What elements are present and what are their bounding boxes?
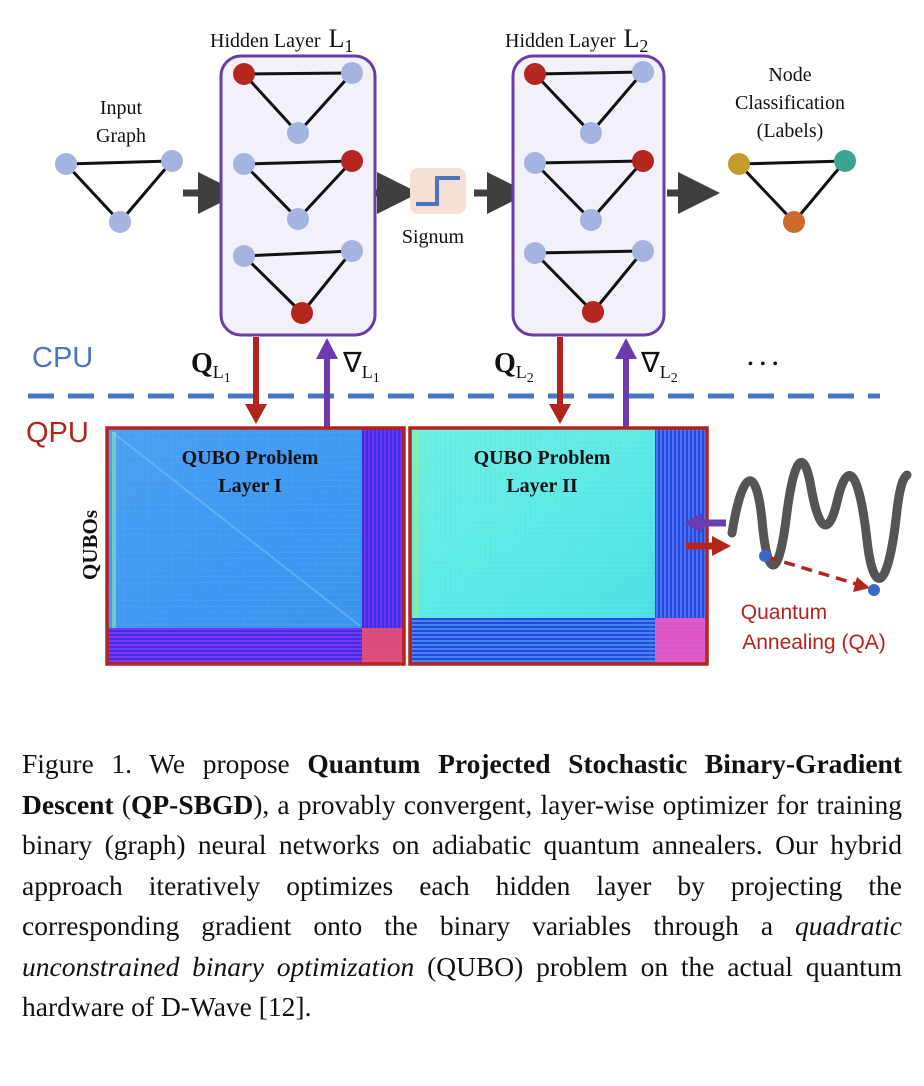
node-red	[233, 63, 255, 85]
input-node	[55, 153, 77, 175]
qubo-2-title-line1: QUBO Problem	[474, 447, 611, 469]
caption-bold-acronym: QP-SBGD	[130, 788, 254, 820]
figure-caption: Figure 1. We propose Quantum Projected S…	[22, 744, 902, 1028]
node-blue	[524, 152, 546, 174]
caption-text: (	[113, 788, 131, 820]
hidden-layer-1-box	[219, 54, 377, 337]
node-blue	[524, 242, 546, 264]
node-blue	[580, 209, 602, 231]
node-blue	[632, 240, 654, 262]
q-l2-label: QL2	[494, 348, 534, 386]
qa-label-line1: Quantum	[741, 601, 827, 624]
input-graph-label-line1: Input	[100, 97, 143, 119]
label-node-orange	[783, 211, 805, 233]
caption-bold-method: Quantum Projected Stochastic Binary-Grad…	[22, 748, 902, 820]
input-graph	[55, 150, 183, 233]
output-label-line2: Classification	[735, 92, 845, 114]
node-blue	[632, 61, 654, 83]
node-blue	[341, 240, 363, 262]
arrow-q-l1-down	[245, 337, 267, 424]
node-red	[582, 301, 604, 323]
node-red	[341, 150, 363, 172]
qubo-1-title-line1: QUBO Problem	[182, 447, 319, 469]
node-blue	[233, 153, 255, 175]
input-graph-label-line2: Graph	[96, 125, 146, 147]
grad-l2-label: ∇L2	[640, 348, 678, 386]
qubos-label: QUBOs	[78, 510, 102, 580]
node-blue	[341, 62, 363, 84]
arrow-annealer-to-qubo	[684, 513, 726, 533]
qpu-label: QPU	[26, 417, 89, 449]
node-blue	[580, 122, 602, 144]
caption-suffix: (QUBO) problem on the actual quantum har…	[22, 950, 902, 1023]
qubo-matrix-layer-2	[408, 426, 709, 666]
caption-prefix: Figure 1. We propose	[22, 748, 308, 779]
ellipsis: • • •	[748, 357, 780, 372]
hidden-layer-1-graphs	[233, 62, 363, 324]
caption-italic-qubo: quadratic unconstrained binary optimizat…	[22, 910, 902, 982]
annealer-start-state	[759, 550, 771, 562]
energy-landscape	[727, 458, 912, 583]
qa-tunnel-arrowhead	[853, 577, 870, 592]
arrow-grad-l2-up	[615, 338, 637, 428]
node-blue	[287, 208, 309, 230]
output-graph	[728, 150, 856, 233]
arrow-qubo-to-annealer	[686, 536, 731, 556]
grad-l1-label: ∇L1	[342, 348, 380, 386]
qubo-matrix-layer-1	[105, 426, 406, 666]
output-label-line1: Node	[768, 64, 811, 86]
signum-icon	[410, 168, 466, 214]
node-blue	[233, 245, 255, 267]
caption-text: ), a provably convergent, layer-wise opt…	[22, 788, 902, 942]
node-red	[632, 150, 654, 172]
qubo-2-title-line2: Layer II	[506, 475, 578, 497]
input-node	[109, 211, 131, 233]
hidden-layer-2-graphs	[524, 61, 654, 323]
hidden-layer-2-box	[511, 54, 666, 337]
signum-label: Signum	[402, 226, 465, 248]
arrow-grad-l1-up	[316, 338, 338, 428]
q-l1-label: QL1	[191, 348, 231, 386]
node-red	[524, 63, 546, 85]
qa-tunnel-arrow	[766, 555, 861, 587]
input-node	[161, 150, 183, 172]
node-red	[291, 302, 313, 324]
label-node-gold	[728, 153, 750, 175]
qubo-1-title-line2: Layer I	[218, 475, 282, 497]
output-label-line3: (Labels)	[757, 120, 824, 142]
node-blue	[287, 122, 309, 144]
annealer-end-state	[868, 584, 880, 596]
arrow-q-l2-down	[549, 337, 571, 424]
label-node-teal	[834, 150, 856, 172]
cpu-label: CPU	[32, 342, 93, 374]
qa-label-line2: Annealing (QA)	[742, 631, 886, 654]
